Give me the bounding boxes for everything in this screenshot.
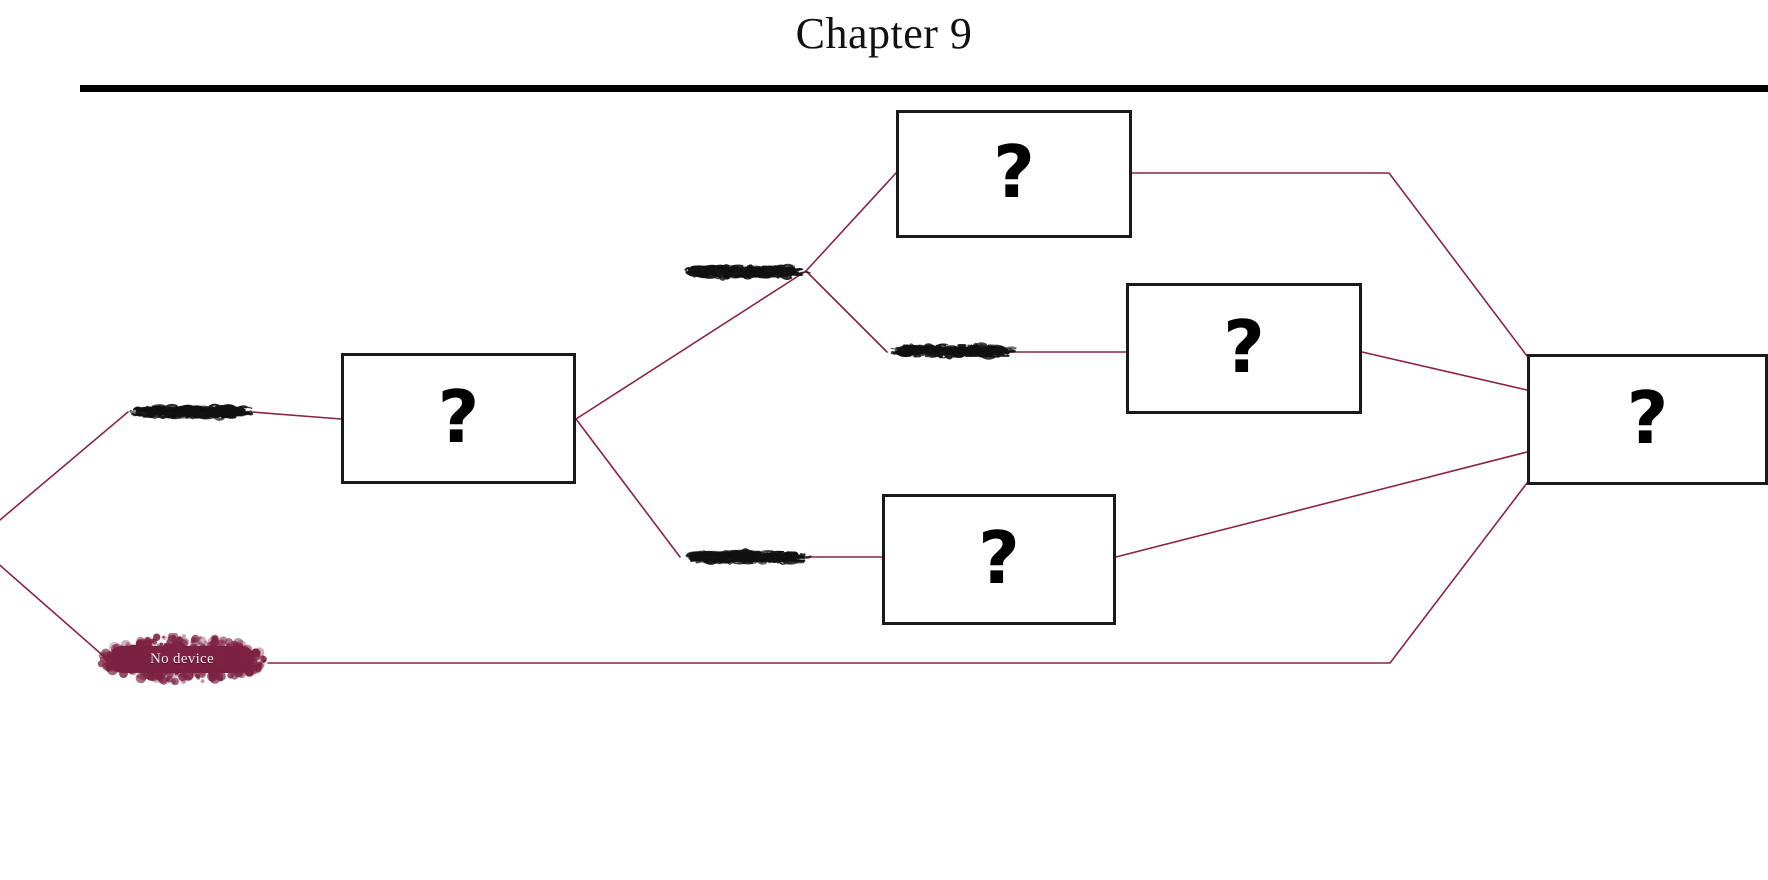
node-box-1[interactable]: ?: [341, 353, 576, 484]
brush-redaction-shape: [97, 633, 267, 685]
question-mark-icon: ?: [1626, 375, 1669, 460]
edge-scribble-1-to-box-1: [251, 411, 342, 420]
question-mark-icon: ?: [437, 374, 480, 459]
no-device-label: No device: [150, 650, 214, 667]
redacted-label-2: [678, 258, 811, 286]
node-box-3[interactable]: ?: [1126, 283, 1362, 414]
redacted-label-3: [887, 337, 1017, 365]
redacted-label-1: [126, 398, 254, 426]
question-mark-icon: ?: [978, 515, 1020, 600]
redacted-label-4: [680, 543, 812, 571]
page-title: Chapter 9: [795, 9, 973, 58]
question-mark-icon: ?: [993, 130, 1035, 214]
title-rule: [80, 85, 1768, 92]
edge-offscreen-to-scribble-1: [0, 411, 129, 521]
question-mark-icon: ?: [1223, 304, 1265, 389]
node-no-device[interactable]: No device: [96, 633, 268, 685]
node-box-2[interactable]: ?: [896, 110, 1132, 238]
edge-box-3-to-box-5: [1361, 351, 1528, 391]
edge-box-1-to-scribble-2: [575, 270, 807, 420]
node-box-4[interactable]: ?: [882, 494, 1116, 625]
node-box-5[interactable]: ?: [1527, 354, 1768, 485]
edge-offscreen-to-no-device: [0, 564, 109, 661]
edge-box-4-to-box-5: [1115, 451, 1528, 558]
edge-scribble-2-to-scribble-3: [805, 270, 888, 353]
edge-scribble-2-to-box-2: [805, 172, 897, 272]
edge-box-1-to-scribble-4: [575, 418, 681, 558]
